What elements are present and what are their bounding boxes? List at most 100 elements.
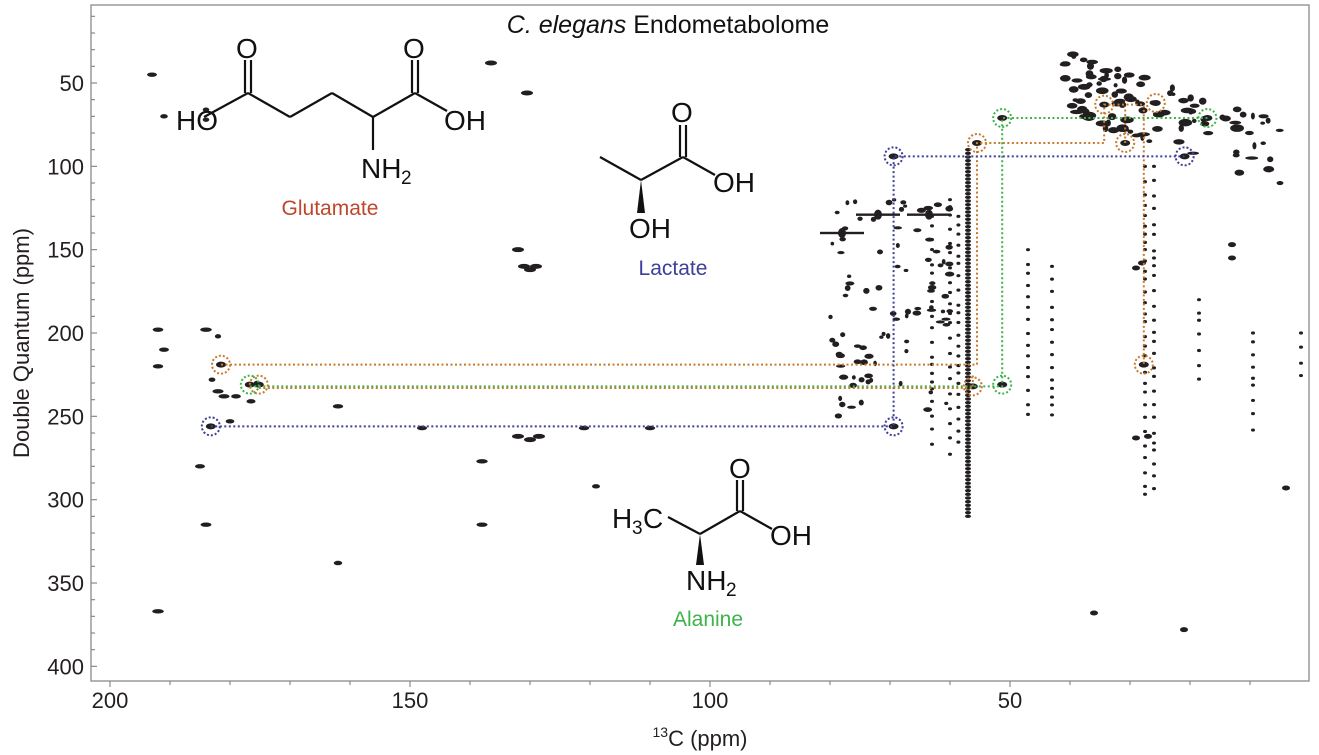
peak: [846, 274, 852, 278]
svg-text:O: O: [403, 33, 425, 64]
peak: [965, 378, 971, 383]
peak: [1152, 403, 1156, 407]
peak: [1026, 365, 1030, 370]
x-tick-label: 100: [692, 688, 729, 713]
peak: [930, 340, 934, 344]
peak: [956, 354, 961, 358]
peak: [956, 381, 961, 385]
peak: [1152, 304, 1156, 308]
peak: [521, 90, 533, 96]
peak: [1026, 343, 1030, 347]
peak: [965, 466, 971, 471]
peak: [1079, 57, 1088, 63]
chart-title: C. elegans Endometabolome: [507, 11, 829, 39]
peak: [476, 459, 488, 464]
lactate-path: [210, 155, 1185, 428]
peak: [965, 503, 971, 508]
peak: [845, 200, 850, 206]
alanine-label: Alanine: [673, 608, 743, 631]
peak: [926, 308, 937, 312]
peak: [1173, 139, 1185, 145]
peak: [875, 284, 883, 291]
peak: [852, 199, 858, 205]
glutamate-peak-circle: [1094, 94, 1115, 115]
peak: [1299, 345, 1303, 349]
peak: [930, 326, 934, 330]
peak: [1086, 59, 1099, 65]
peak: [900, 200, 907, 205]
peak: [1086, 82, 1093, 88]
peak: [1197, 318, 1201, 322]
peak: [1050, 403, 1054, 407]
peak: [948, 198, 952, 202]
lactate-peak-circle: [200, 416, 221, 437]
peak: [965, 459, 971, 464]
peak: [930, 224, 934, 228]
peak: [1180, 627, 1188, 633]
peak: [881, 331, 886, 336]
glutamate-peak-circle: [211, 354, 231, 375]
alanine-wedge-bond: [696, 534, 704, 565]
peak: [1189, 103, 1200, 108]
peak: [956, 232, 961, 236]
peak: [1050, 305, 1054, 309]
peak: [965, 309, 971, 313]
peak: [965, 191, 971, 196]
peak: [965, 276, 971, 280]
peak: [1299, 331, 1303, 335]
y-tick-label: 300: [47, 488, 84, 513]
peak: [160, 114, 168, 119]
peak: [1050, 327, 1054, 332]
peak: [1275, 128, 1284, 133]
peak: [1282, 485, 1290, 491]
peak: [1050, 378, 1054, 382]
peak: [965, 338, 971, 343]
peak: [1250, 112, 1255, 120]
peak: [965, 400, 971, 405]
peak: [965, 312, 971, 317]
lactate-peak-circle: [1174, 146, 1195, 167]
peak: [1096, 81, 1102, 86]
peak: [1071, 78, 1083, 83]
y-tick-label: 200: [47, 321, 84, 346]
peak: [838, 228, 846, 239]
peak: [928, 390, 934, 395]
peak: [956, 371, 961, 375]
peak: [956, 243, 961, 247]
peak: [202, 117, 210, 122]
peak: [944, 271, 955, 277]
peak: [1143, 484, 1147, 489]
peak: [1152, 164, 1156, 168]
peak: [930, 314, 934, 318]
peak: [870, 216, 877, 222]
peak: [838, 395, 843, 402]
peak: [1197, 298, 1201, 302]
peak: [945, 205, 954, 212]
peak: [885, 333, 891, 339]
peak: [965, 375, 971, 379]
peak: [1178, 118, 1193, 127]
peak: [1152, 474, 1156, 478]
peak: [956, 320, 961, 325]
peak: [956, 333, 961, 337]
peak: [1026, 283, 1030, 288]
peak: [200, 522, 212, 527]
peak: [1050, 366, 1054, 370]
peak: [195, 464, 205, 469]
peak: [913, 228, 922, 233]
peak: [869, 306, 877, 311]
peak: [965, 455, 971, 460]
peak: [1060, 61, 1071, 67]
peak: [904, 349, 909, 354]
plot-frame: [90, 4, 1310, 682]
peak: [1138, 74, 1151, 81]
peak: [1220, 115, 1231, 122]
peak: [202, 107, 210, 112]
peak: [965, 360, 971, 365]
peak: [965, 426, 971, 431]
peak: [851, 375, 856, 380]
peak: [1099, 68, 1113, 74]
peak: [1169, 84, 1175, 92]
peak: [1026, 305, 1030, 309]
